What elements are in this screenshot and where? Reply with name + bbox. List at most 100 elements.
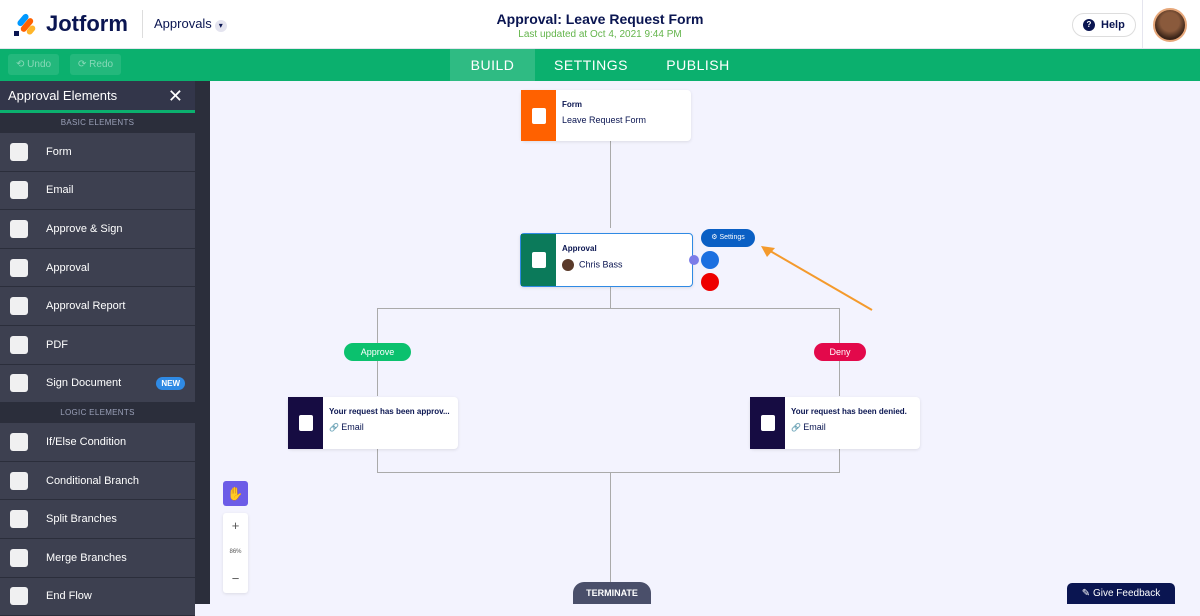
deny-email-node[interactable]: Your request has been denied.🔗 Email bbox=[750, 397, 920, 449]
sidebar-scrollbar[interactable] bbox=[196, 81, 210, 604]
connection-handle[interactable] bbox=[689, 255, 699, 265]
sidebar-title: Approval Elements bbox=[8, 88, 118, 103]
approve-branch-label[interactable]: Approve bbox=[344, 343, 411, 361]
email-type: Email bbox=[803, 422, 826, 432]
redo-button[interactable]: ⟳ Redo bbox=[70, 54, 122, 75]
jotform-logo-icon bbox=[14, 13, 36, 36]
sidebar-item-form[interactable]: Form bbox=[0, 133, 195, 172]
deny-branch-label[interactable]: Deny bbox=[814, 343, 866, 361]
last-updated: Last updated at Oct 4, 2021 9:44 PM bbox=[518, 29, 682, 40]
approve-email-node[interactable]: Your request has been approv...🔗 Email bbox=[288, 397, 458, 449]
undo-label: Undo bbox=[27, 59, 52, 70]
zoom-in-button[interactable]: + bbox=[231, 518, 240, 533]
jotform-logo[interactable]: Jotform bbox=[12, 11, 128, 37]
node-type: Form bbox=[562, 100, 582, 109]
sidebar-item-label: Email bbox=[46, 184, 74, 197]
connector bbox=[377, 472, 840, 473]
basic-elements-heading: BASIC ELEMENTS bbox=[0, 113, 195, 133]
element-icon bbox=[10, 297, 28, 316]
section-label: Approvals bbox=[154, 16, 212, 31]
duplicate-icon[interactable] bbox=[701, 251, 719, 269]
help-label: Help bbox=[1101, 19, 1125, 31]
sidebar-item-label: End Flow bbox=[46, 590, 92, 603]
hand-tool-icon[interactable]: ✋ bbox=[223, 481, 248, 506]
element-icon bbox=[10, 142, 28, 161]
top-bar: Jotform Approvals▾ Approval: Leave Reque… bbox=[0, 0, 1200, 49]
give-feedback-button[interactable]: ✎ Give Feedback bbox=[1067, 583, 1175, 604]
sidebar-item-end-flow[interactable]: End Flow bbox=[0, 577, 195, 616]
connector bbox=[610, 472, 611, 582]
zoom-control: + 86% − bbox=[223, 513, 248, 593]
node-type: Approval bbox=[562, 244, 597, 253]
sidebar-item-label: If/Else Condition bbox=[46, 435, 127, 448]
element-icon bbox=[10, 548, 28, 567]
sidebar-item-approval[interactable]: Approval bbox=[0, 248, 195, 288]
sidebar-item-label: Approve & Sign bbox=[46, 222, 123, 235]
settings-label: Settings bbox=[719, 234, 745, 241]
zoom-out-button[interactable]: − bbox=[231, 571, 240, 586]
arrow-annotation bbox=[761, 246, 873, 311]
tab-build[interactable]: BUILD bbox=[450, 49, 535, 81]
connector bbox=[377, 308, 840, 309]
sidebar-item-email[interactable]: Email bbox=[0, 171, 195, 211]
element-icon bbox=[10, 374, 28, 393]
connector bbox=[377, 448, 378, 473]
element-icon bbox=[10, 471, 28, 490]
sidebar-item-label: PDF bbox=[46, 338, 68, 351]
element-icon bbox=[10, 432, 28, 451]
sidebar-item-sign-document[interactable]: Sign Document NEW bbox=[0, 364, 195, 404]
sidebar-item-label: Approval Report bbox=[46, 300, 126, 313]
connector bbox=[839, 448, 840, 473]
sidebar-item-pdf[interactable]: PDF bbox=[0, 325, 195, 365]
toolbar: ⟲ Undo ⟳ Redo BUILD SETTINGS PUBLISH bbox=[0, 49, 1200, 81]
zoom-level: 86% bbox=[229, 549, 242, 555]
sidebar-item-merge-branches[interactable]: Merge Branches bbox=[0, 538, 195, 578]
sidebar-item-if-else-condition[interactable]: If/Else Condition bbox=[0, 423, 195, 462]
connector bbox=[610, 286, 611, 308]
email-type: Email bbox=[341, 422, 364, 432]
assignee-avatar bbox=[562, 259, 574, 271]
logic-elements-heading: LOGIC ELEMENTS bbox=[0, 403, 195, 424]
email-icon bbox=[288, 397, 323, 449]
sidebar-item-split-branches[interactable]: Split Branches bbox=[0, 500, 195, 539]
new-badge: NEW bbox=[156, 376, 185, 390]
sidebar-item-conditional-branch[interactable]: Conditional Branch bbox=[0, 461, 195, 501]
sidebar-item-label: Conditional Branch bbox=[46, 474, 139, 487]
sidebar-item-label: Approval bbox=[46, 261, 90, 274]
approvals-dropdown[interactable]: Approvals▾ bbox=[142, 10, 227, 38]
trash-icon[interactable] bbox=[701, 273, 719, 291]
terminate-node[interactable]: TERMINATE bbox=[573, 582, 651, 604]
connector bbox=[610, 140, 611, 228]
element-icon bbox=[10, 587, 28, 606]
page-title: Approval: Leave Request Form bbox=[496, 11, 704, 27]
chevron-down-icon: ▾ bbox=[214, 20, 227, 32]
element-icon bbox=[10, 510, 28, 529]
sidebar-item-label: Split Branches bbox=[46, 513, 117, 526]
brand-name: Jotform bbox=[46, 11, 128, 36]
redo-label: Redo bbox=[89, 59, 114, 70]
user-avatar[interactable] bbox=[1142, 0, 1200, 49]
undo-button[interactable]: ⟲ Undo bbox=[8, 54, 60, 75]
email-title: Your request has been denied. bbox=[791, 407, 907, 416]
approval-icon bbox=[521, 234, 556, 286]
sidebar-item-label: Merge Branches bbox=[46, 551, 127, 564]
close-icon[interactable]: ✕ bbox=[167, 86, 183, 106]
node-name: Leave Request Form bbox=[562, 115, 647, 125]
form-icon bbox=[521, 90, 556, 141]
sidebar-item-approve-sign[interactable]: Approve & Sign bbox=[0, 210, 195, 249]
assignee-name: Chris Bass bbox=[579, 259, 623, 270]
email-icon bbox=[750, 397, 785, 449]
sidebar-item-approval-report[interactable]: Approval Report bbox=[0, 287, 195, 326]
tab-settings[interactable]: SETTINGS bbox=[553, 57, 628, 73]
question-icon: ? bbox=[1083, 19, 1095, 31]
settings-button[interactable]: ⚙ Settings bbox=[701, 229, 755, 247]
tab-publish[interactable]: PUBLISH bbox=[666, 57, 730, 73]
sidebar-item-label: Sign Document bbox=[46, 377, 122, 390]
email-title: Your request has been approv... bbox=[329, 407, 450, 416]
sidebar-header: Approval Elements ✕ bbox=[0, 81, 195, 113]
feedback-label: Give Feedback bbox=[1092, 588, 1161, 599]
help-button[interactable]: ? Help bbox=[1072, 13, 1136, 37]
